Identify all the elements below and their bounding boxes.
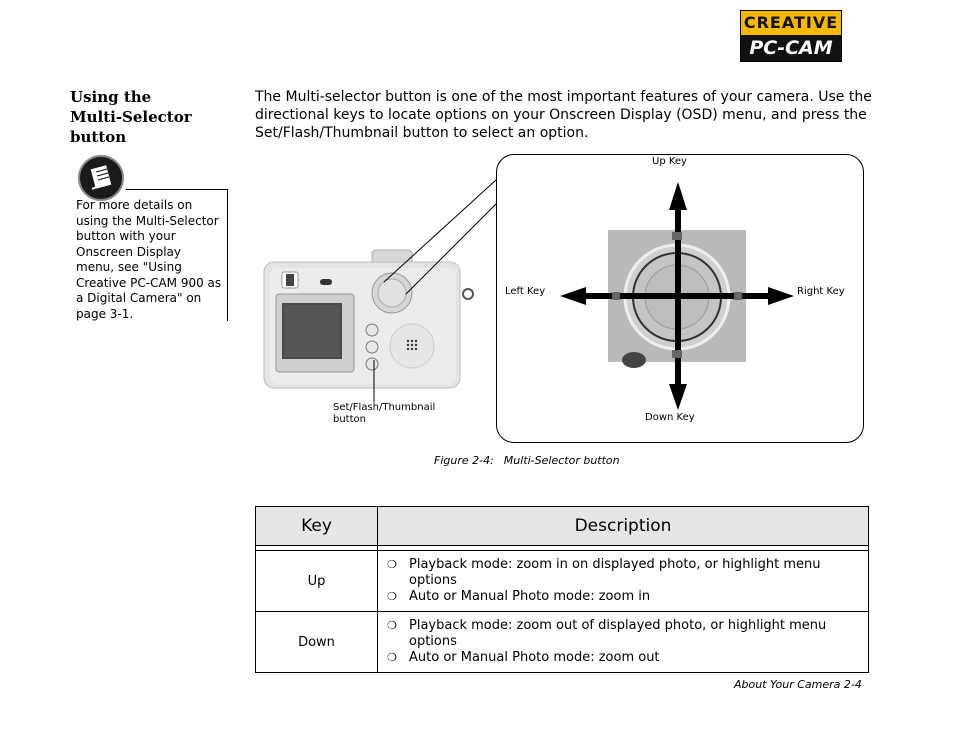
callout-box	[496, 154, 864, 443]
note-icon	[78, 155, 124, 201]
figure-caption-number: Figure 2-4:	[434, 454, 494, 467]
heading-line-1: Using the	[70, 88, 152, 106]
table-cell-key: Down	[255, 611, 378, 673]
list-item: Auto or Manual Photo mode: zoom out	[385, 650, 859, 666]
key-description-table: Key Description Up Playback mode: zoom i…	[255, 506, 869, 673]
table-header-row: Key Description	[255, 506, 869, 546]
left-key-label: Left Key	[505, 286, 546, 297]
figure-caption-title: Multi-Selector button	[503, 454, 620, 467]
list-item: Auto or Manual Photo mode: zoom in	[385, 589, 859, 605]
down-key-label: Down Key	[645, 412, 695, 423]
up-key-label: Up Key	[652, 156, 687, 167]
logo-top-text: CREATIVE	[741, 11, 841, 35]
right-key-label: Right Key	[797, 286, 845, 297]
table-cell-key: Up	[255, 550, 378, 612]
note-divider	[126, 189, 228, 190]
table-header-key: Key	[255, 506, 378, 546]
table-row: Down Playback mode: zoom out of displaye…	[255, 611, 869, 673]
camera-illustration	[263, 249, 474, 389]
section-heading: Using the Multi-Selector button	[70, 87, 230, 147]
creative-pc-cam-logo: CREATIVE PC-CAM	[740, 10, 842, 62]
list-item: Playback mode: zoom in on displayed phot…	[385, 557, 859, 589]
logo-bottom-text: PC-CAM	[749, 37, 833, 59]
heading-line-3: button	[70, 128, 127, 146]
table-cell-description: Playback mode: zoom in on displayed phot…	[377, 550, 869, 612]
note-divider-vertical	[227, 189, 228, 321]
note-text: For more details on using the Multi-Sele…	[76, 198, 222, 321]
table-header-description: Description	[377, 506, 869, 546]
callout-connector-lines	[383, 179, 497, 295]
figure-caption: Figure 2-4: Multi-Selector button	[434, 454, 620, 467]
table-cell-description: Playback mode: zoom out of displayed pho…	[377, 611, 869, 673]
intro-paragraph: The Multi-selector button is one of the …	[255, 89, 872, 141]
multi-selector-closeup	[560, 182, 794, 410]
table-row: Up Playback mode: zoom in on displayed p…	[255, 550, 869, 612]
page-footer: About Your Camera 2-4	[734, 678, 862, 691]
set-button-pointer	[373, 360, 375, 402]
heading-line-2: Multi-Selector	[70, 108, 192, 126]
set-button-label: Set/Flash/Thumbnail button	[333, 402, 436, 425]
list-item: Playback mode: zoom out of displayed pho…	[385, 618, 859, 650]
